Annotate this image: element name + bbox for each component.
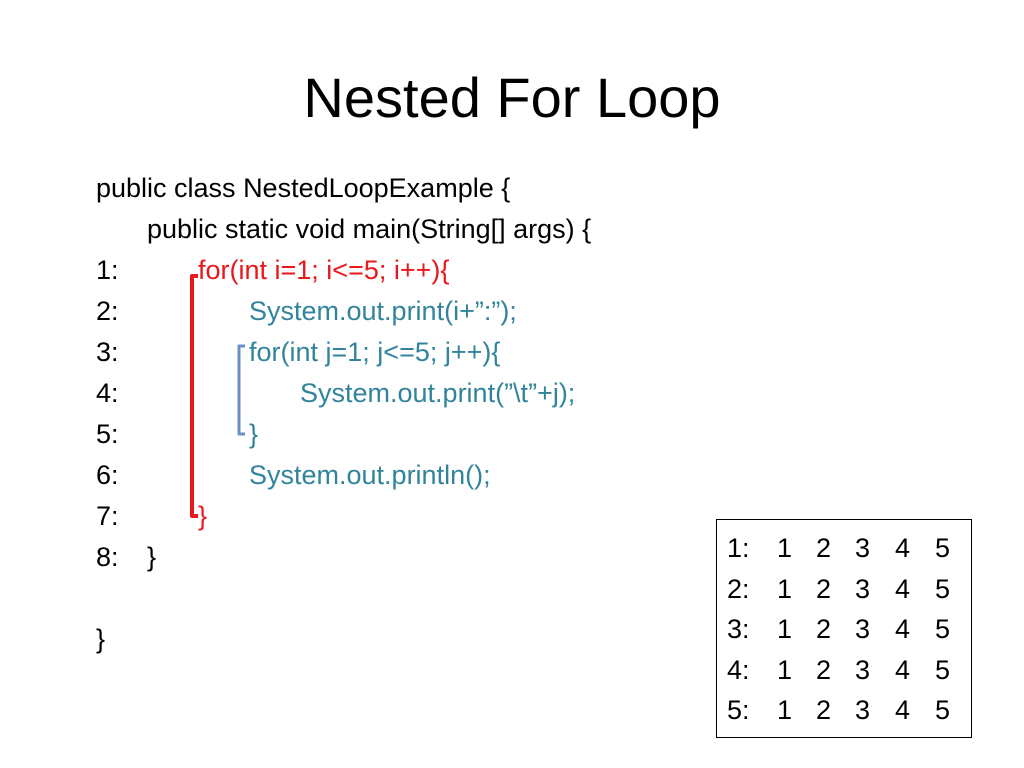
line-number: 7: bbox=[96, 501, 119, 531]
inner-loop-bracket bbox=[237, 344, 245, 436]
code-text: for(int j=1; j<=5; j++){ bbox=[249, 337, 501, 367]
output-value: 1 bbox=[777, 573, 793, 604]
output-value: 4 bbox=[895, 695, 911, 725]
output-value: 5 bbox=[935, 695, 951, 725]
code-line-class: public class NestedLoopExample { bbox=[96, 168, 716, 209]
slide-title: Nested For Loop bbox=[303, 66, 721, 129]
output-value: 3 bbox=[855, 654, 871, 685]
output-value: 5 bbox=[935, 533, 951, 563]
code-line-7: 7:} bbox=[96, 496, 716, 537]
output-value: 2 bbox=[816, 533, 832, 563]
output-value: 2 bbox=[816, 695, 832, 725]
inner-loop-bracket-path bbox=[237, 344, 245, 436]
output-value: 1 bbox=[777, 695, 793, 725]
code-text: } bbox=[198, 501, 208, 531]
code-line-blank bbox=[96, 578, 716, 619]
line-number: 1: bbox=[96, 255, 119, 285]
code-line-5: 5:} bbox=[96, 414, 716, 455]
code-text: } bbox=[147, 542, 157, 572]
code-line-8: 8:} bbox=[96, 537, 716, 578]
output-value: 2 bbox=[816, 614, 832, 644]
output-value: 2 bbox=[816, 573, 832, 604]
code-line-2: 2: System.out.print(i+”:”); bbox=[96, 291, 716, 332]
output-value: 3 bbox=[855, 533, 871, 563]
output-value: 3 bbox=[855, 695, 871, 725]
code-text: System.out.print(”\t”+j); bbox=[300, 378, 576, 408]
output-value: 4 bbox=[895, 654, 911, 685]
code-text: } bbox=[96, 624, 106, 654]
output-row-label: 5: bbox=[727, 695, 750, 725]
code-line-3: 3: for(int j=1; j<=5; j++){ bbox=[96, 332, 716, 373]
output-value: 1 bbox=[777, 614, 793, 644]
code-text: public static void main(String[] args) { bbox=[147, 214, 592, 244]
output-row-label: 2: bbox=[727, 573, 750, 604]
line-number: 5: bbox=[96, 419, 119, 449]
output-value: 5 bbox=[935, 614, 951, 644]
code-block: public class NestedLoopExample { public … bbox=[96, 168, 716, 660]
line-number: 8: bbox=[96, 542, 119, 572]
line-number: 3: bbox=[96, 337, 119, 367]
output-value: 5 bbox=[935, 654, 951, 685]
code-line-main: public static void main(String[] args) { bbox=[96, 209, 716, 250]
output-row-label: 4: bbox=[727, 654, 750, 685]
output-value: 2 bbox=[816, 654, 832, 685]
code-text: } bbox=[249, 419, 259, 449]
code-line-6: 6: System.out.println(); bbox=[96, 455, 716, 496]
line-number: 2: bbox=[96, 296, 119, 326]
output-value: 4 bbox=[895, 614, 911, 644]
output-row-label: 1: bbox=[727, 533, 750, 563]
code-line-4: 4: System.out.print(”\t”+j); bbox=[96, 373, 716, 414]
code-text: public class NestedLoopExample { bbox=[96, 173, 511, 203]
code-text: System.out.println(); bbox=[249, 460, 491, 490]
line-number: 4: bbox=[96, 378, 119, 408]
outer-loop-bracket-path bbox=[190, 274, 198, 518]
code-line-1: 1: for(int i=1; i<=5; i++){ bbox=[96, 250, 716, 291]
code-text: System.out.print(i+”:”); bbox=[249, 296, 517, 326]
output-value: 4 bbox=[895, 533, 911, 563]
output-value: 1 bbox=[777, 654, 793, 685]
line-number: 6: bbox=[96, 460, 119, 490]
code-line-close: } bbox=[96, 619, 716, 660]
output-value: 4 bbox=[895, 573, 911, 604]
output-row-label: 3: bbox=[727, 614, 750, 644]
output-value: 1 bbox=[777, 533, 793, 563]
output-value: 3 bbox=[855, 573, 871, 604]
output-value: 5 bbox=[935, 573, 951, 604]
code-text: for(int i=1; i<=5; i++){ bbox=[198, 255, 450, 285]
outer-loop-bracket bbox=[190, 274, 198, 518]
output-value: 3 bbox=[855, 614, 871, 644]
